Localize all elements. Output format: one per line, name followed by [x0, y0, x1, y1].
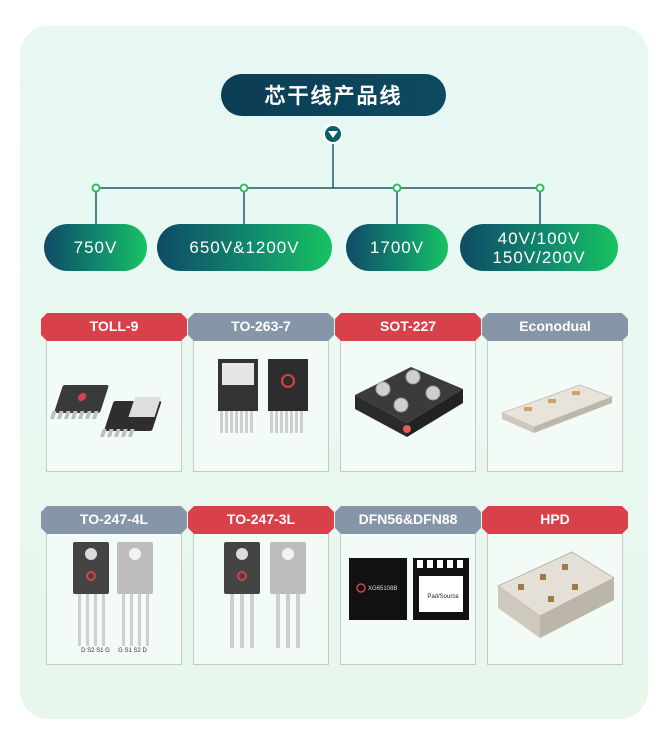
package-tag: Econodual [482, 313, 628, 341]
package-tag: TO-263-7 [188, 313, 334, 341]
to-247-4l-chip-image [73, 542, 153, 646]
voltage-label-line-1: 40V/100V [497, 228, 581, 248]
hpd-module-image [497, 551, 616, 638]
package-tag: DFN56&DFN88 [335, 506, 481, 534]
voltage-pill-1700v: 1700V [346, 224, 448, 271]
package-card-sot-227: SOT-227 [335, 313, 481, 472]
pin-labels-left: D S2 S1 G [81, 648, 110, 654]
package-name: Econodual [519, 318, 591, 334]
package-name: TO-263-7 [231, 318, 291, 334]
package-name: SOT-227 [379, 318, 437, 334]
package-tag: TO-247-4L [41, 506, 187, 534]
voltage-label: 650V&1200V [189, 238, 300, 257]
package-tag: TO-247-3L [188, 506, 334, 534]
package-tag: SOT-227 [335, 313, 481, 341]
dfn-chip-image [349, 558, 469, 620]
package-name: TO-247-3L [226, 511, 296, 527]
econodual-module-image [500, 384, 614, 433]
package-card-to-263-7: TO-263-7 [188, 313, 334, 472]
package-tag: TOLL-9 [41, 313, 187, 341]
package-tag: HPD [482, 506, 628, 534]
package-card-econodual: Econodual [482, 313, 628, 472]
chevron-down-icon [323, 124, 343, 144]
sot-227-module-image [355, 367, 463, 437]
package-card-to-247-4l: TO-247-4L D S2 S1 G G S1 S2 D [41, 506, 187, 665]
package-name: TOLL-9 [89, 318, 139, 334]
voltage-label: 750V [73, 238, 118, 257]
voltage-pill-650v-1200v: 650V&1200V [157, 224, 332, 271]
package-card-to-247-3l: TO-247-3L [188, 506, 334, 665]
package-name: TO-247-4L [79, 511, 149, 527]
pin-labels-right: G S1 S2 D [118, 648, 147, 654]
package-card-hpd: HPD [482, 506, 628, 665]
voltage-label-line-2: 150V/200V [492, 247, 586, 267]
package-name: DFN56&DFN88 [358, 511, 458, 527]
tree-node-dots [91, 183, 545, 193]
package-card-toll-9: TOLL-9 [41, 313, 187, 472]
package-name: HPD [540, 511, 570, 527]
to-263-7-chip-image [218, 359, 308, 433]
toll-9-chip-image [49, 385, 162, 437]
voltage-label: 1700V [369, 238, 425, 257]
page-title: 芯干线产品线 [221, 74, 446, 116]
voltage-pill-750v: 750V [44, 224, 147, 271]
to-247-3l-chip-image [224, 542, 306, 648]
dfn-pad-label: Pad/Source [427, 594, 459, 600]
dfn-part-number: XG65108B [368, 586, 398, 592]
package-card-dfn56-dfn88: DFN56&DFN88 XG65108B Pad/Source [335, 506, 481, 665]
